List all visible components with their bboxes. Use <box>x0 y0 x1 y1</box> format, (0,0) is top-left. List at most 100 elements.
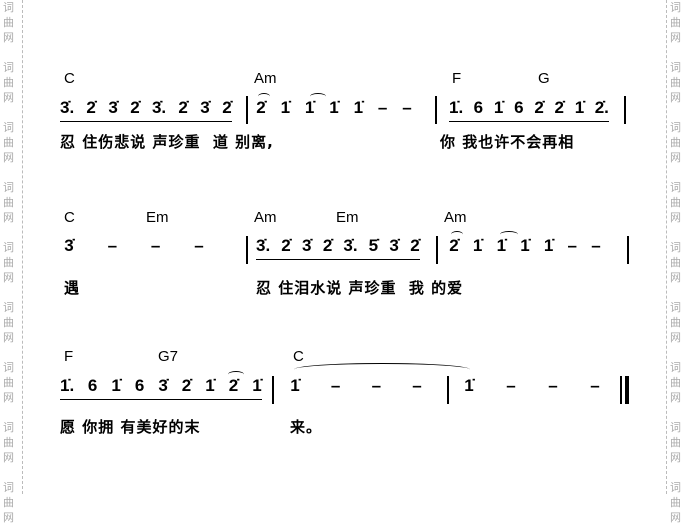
bar-line <box>246 236 248 264</box>
measure: 1̇––– <box>464 372 600 396</box>
note: 3̇. <box>60 98 75 117</box>
chord-label: Em <box>146 209 169 226</box>
watermark-char: 词 <box>3 421 14 434</box>
watermark-char: 曲 <box>3 496 14 509</box>
note: 1̇. <box>60 376 75 395</box>
note: 6 <box>514 98 524 117</box>
note: 1̇ <box>280 98 291 117</box>
final-double-bar <box>620 376 629 404</box>
watermark-char: 词 <box>3 181 14 194</box>
note: 3̇ <box>158 376 168 395</box>
note: 2̇ <box>86 98 96 117</box>
watermark-char: 曲 <box>3 436 14 449</box>
watermark-char: 曲 <box>3 256 14 269</box>
note: 2̇ <box>410 236 420 255</box>
watermark-char: 曲 <box>670 76 681 89</box>
watermark-char: 曲 <box>3 76 14 89</box>
watermark-char: 网 <box>3 511 14 524</box>
watermark-char: 曲 <box>3 136 14 149</box>
note: 1̇ <box>464 376 474 395</box>
chord-label: Am <box>254 70 277 87</box>
watermark-char: 词 <box>670 1 681 14</box>
note: – <box>377 98 388 117</box>
watermark-char: 词 <box>3 481 14 494</box>
note: 2̇ <box>449 236 459 255</box>
note: – <box>412 376 422 395</box>
chord-label: C <box>293 348 304 365</box>
watermark-char: 网 <box>670 511 681 524</box>
watermark-char: 网 <box>3 451 14 464</box>
watermark-char: 网 <box>670 31 681 44</box>
lyric-line: 忍 住泪水说 声珍重 我 的爱 <box>256 279 464 297</box>
chord-label: Am <box>444 209 467 226</box>
tie <box>500 231 518 238</box>
watermark-char: 曲 <box>3 16 14 29</box>
lyric-line: 忍 住伤悲说 声珍重 道 别离, <box>60 133 274 151</box>
chord-label: C <box>64 209 75 226</box>
tie <box>451 231 463 238</box>
note: 2̇ <box>554 98 565 117</box>
note: – <box>402 98 412 117</box>
watermark-char: 网 <box>670 391 681 404</box>
lyric-line: 愿 你拥 有美好的末 <box>60 418 201 436</box>
note: – <box>371 376 382 395</box>
note: 1̇ <box>496 236 507 255</box>
note: 2̇ <box>222 98 232 117</box>
note: 3̇. <box>343 236 358 255</box>
note: 2̇ <box>181 376 192 395</box>
note: – <box>591 236 601 255</box>
chord-label: Am <box>254 209 277 226</box>
chord-label: F <box>452 70 462 87</box>
tie <box>258 93 270 100</box>
note: – <box>506 376 516 395</box>
watermark-char: 曲 <box>670 376 681 389</box>
watermark-char: 曲 <box>670 196 681 209</box>
bar-line <box>435 96 437 124</box>
bar-line <box>436 236 438 264</box>
note: 2̇ <box>130 98 140 117</box>
measure: 3̇.2̇3̇2̇3̇.5̇3̇2̇ <box>256 232 420 260</box>
lyric-line: 遇 <box>64 279 81 297</box>
bar-line <box>624 96 626 124</box>
note: 3̇. <box>256 236 271 255</box>
note: 2̇ <box>281 236 291 255</box>
note: 6 <box>473 98 484 117</box>
note: 1̇ <box>472 236 483 255</box>
note: 1̇ <box>543 236 554 255</box>
watermark-char: 曲 <box>670 136 681 149</box>
note: 3̇ <box>389 236 399 255</box>
tie <box>228 371 244 378</box>
bar-line <box>272 376 274 404</box>
note: 1̇ <box>520 236 530 255</box>
note: 6 <box>134 376 145 395</box>
lyric-line: 来。 <box>290 418 323 436</box>
watermark-char: 网 <box>3 391 14 404</box>
note: 6 <box>87 376 98 395</box>
note: 1̇ <box>353 98 364 117</box>
watermark-char: 网 <box>3 271 14 284</box>
note: 2̇ <box>322 236 333 255</box>
watermark-char: 曲 <box>670 436 681 449</box>
watermark-char: 词 <box>670 241 681 254</box>
note: 2̇ <box>534 98 544 117</box>
watermark-char: 网 <box>670 331 681 344</box>
watermark-char: 词 <box>3 241 14 254</box>
watermark-char: 曲 <box>670 256 681 269</box>
note: 1̇ <box>290 376 300 395</box>
note: 1̇ <box>493 98 504 117</box>
watermark-char: 网 <box>670 451 681 464</box>
watermark-char: 网 <box>3 151 14 164</box>
watermark-char: 网 <box>3 91 14 104</box>
chord-label: Em <box>336 209 359 226</box>
note: – <box>548 376 558 395</box>
watermark-right: 词曲网词曲网词曲网词曲网词曲网词曲网词曲网词曲网词曲网 <box>666 0 689 523</box>
measure: 3̇.2̇3̇2̇3̇.2̇3̇2̇ <box>60 94 232 122</box>
chord-label: C <box>64 70 75 87</box>
measure: 2̇1̇1̇1̇1̇–– <box>449 232 601 256</box>
watermark-char: 词 <box>670 181 681 194</box>
watermark-char: 曲 <box>3 376 14 389</box>
watermark-char: 词 <box>670 301 681 314</box>
watermark-char: 曲 <box>670 496 681 509</box>
bar-line <box>447 376 449 404</box>
